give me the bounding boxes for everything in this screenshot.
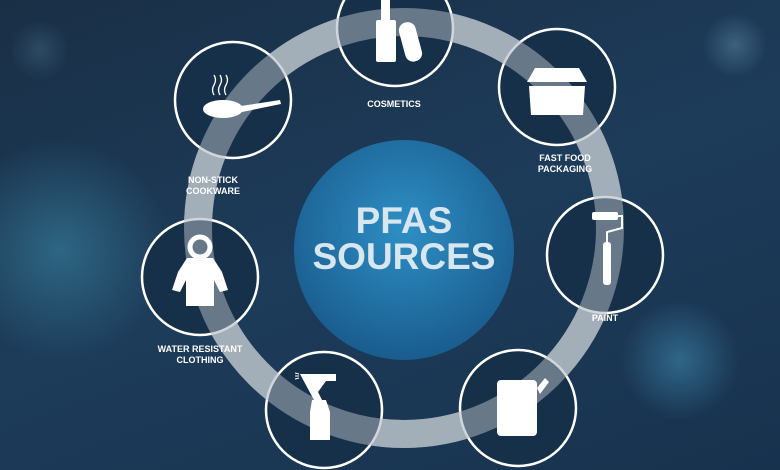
center-circle	[294, 140, 514, 360]
ring-overlay	[184, 8, 624, 448]
title-line-1: PFAS	[355, 200, 453, 241]
food-box-icon	[527, 68, 587, 115]
jerry-can-icon	[497, 378, 549, 436]
spray-bottle-icon	[294, 372, 336, 440]
raincoat-icon	[172, 234, 228, 306]
label-cosmetics: COSMETICS	[367, 99, 421, 109]
paint-roller-icon	[592, 212, 623, 285]
title-line-2: SOURCES	[312, 236, 496, 277]
cosmetics-icon	[376, 0, 423, 62]
label-paint: PAINT	[591, 313, 619, 323]
frying-pan-icon	[203, 74, 281, 118]
